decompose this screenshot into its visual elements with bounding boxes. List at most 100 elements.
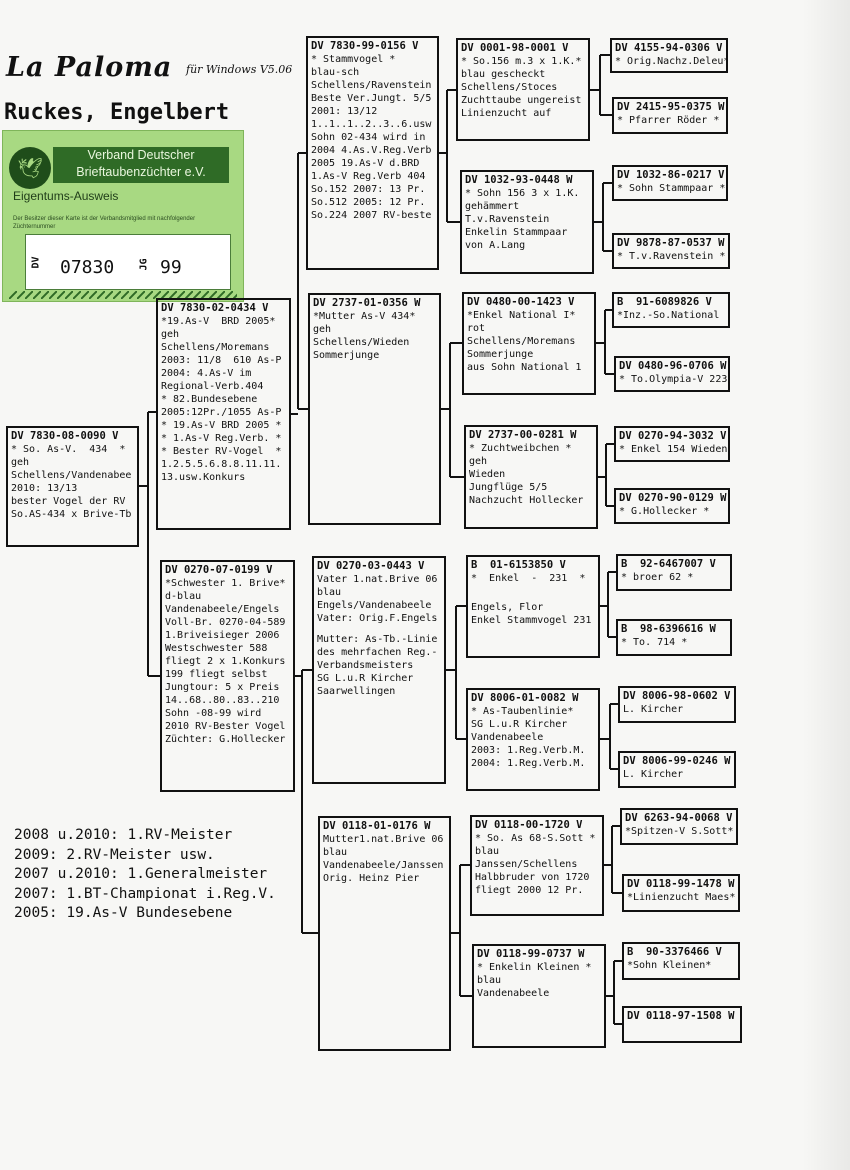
ring-number: DV 9878-87-0537 W — [617, 237, 725, 249]
pedigree-fmf-card[interactable]: DV 0480-00-1423 V *Enkel National I* rot… — [462, 292, 596, 395]
ring-number: DV 8006-01-0082 W — [471, 692, 579, 704]
card-line: geh — [161, 329, 180, 340]
card-line: L. Kircher — [623, 704, 684, 715]
pedigree-mfm-card[interactable]: DV 8006-01-0082 W * As-Taubenlinie* SG L… — [466, 688, 600, 791]
ring-number: DV 8006-99-0246 W — [623, 755, 731, 767]
card-line: 14..68..80..83..210 — [165, 695, 280, 706]
pedigree-g5-card[interactable]: DV 0270-90-0129 W * G.Hollecker * — [614, 488, 730, 524]
achievements-list: 2008 u.2010: 1.RV-Meister 2009: 2.RV-Mei… — [14, 826, 276, 924]
card-line: Halbbruder von 1720 — [475, 872, 590, 883]
achievement-item: 2007 u.2010: 1.Generalmeister — [14, 866, 268, 882]
card-line: Vandenabeele/Engels — [165, 604, 280, 615]
card-line: Zuchttaube ungereist — [461, 95, 582, 106]
pedigree-g5-card[interactable]: DV 9878-87-0537 W * T.v.Ravenstein * — [612, 233, 730, 269]
pedigree-father-card[interactable]: DV 7830-02-0434 V *19.As-V BRD 2005* geh… — [156, 298, 291, 530]
card-line: * So.156 m.3 x 1.K.* — [461, 56, 582, 67]
ring-number: DV 0118-99-1478 W — [627, 878, 735, 890]
card-line: blau-sch — [311, 67, 360, 78]
card-line: 1.Briveisieger 2006 — [165, 630, 280, 641]
pedigree-g5-card[interactable]: DV 0118-97-1508 W — [622, 1006, 742, 1043]
card-line: Wieden — [469, 469, 506, 480]
pedigree-mmf-card[interactable]: DV 0118-00-1720 V * So. As 68-S.Sott * b… — [470, 815, 604, 916]
pedigree-g5-card[interactable]: B 92-6467007 V * broer 62 * — [616, 554, 732, 591]
ring-number: DV 0001-98-0001 V — [461, 42, 569, 54]
pedigree-g5-card[interactable]: DV 6263-94-0068 V *Spitzen-V S.Sott* — [620, 808, 738, 845]
card-line: * So. As-V. 434 * — [11, 444, 126, 455]
card-line: Sommerjunge — [467, 349, 534, 360]
card-line: 1..1..1..2..3..6.usw — [311, 119, 432, 130]
card-line: 2003: 1.Reg.Verb.M. — [471, 745, 586, 756]
pedigree-g5-card[interactable]: B 91-6089826 V *Inz.-So.National * — [612, 292, 730, 328]
card-line: Vandenabeele — [471, 732, 544, 743]
card-line: * To.Olympia-V 223 * — [619, 374, 730, 385]
pedigree-ff-card[interactable]: DV 7830-99-0156 V * Stammvogel * blau-sc… — [306, 36, 439, 270]
connector-bracket — [606, 960, 622, 1025]
card-line: geh — [11, 457, 30, 468]
card-line: 1.As-V Reg.Verb 404 — [311, 171, 426, 182]
connector-bracket — [441, 342, 464, 478]
card-line: * 1.As-V Reg.Verb. * — [161, 433, 282, 444]
pedigree-g5-card[interactable]: DV 8006-99-0246 W L. Kircher — [618, 751, 736, 788]
card-line: 2005 19.As-V d.BRD — [311, 158, 420, 169]
card-line: *Linienzucht Maes* — [627, 892, 736, 903]
card-line: Jungflüge 5/5 — [469, 482, 548, 493]
card-line: Beste Ver.Jungt. 5/5 — [311, 93, 432, 104]
pedigree-g5-card[interactable]: DV 2415-95-0375 W * Pfarrer Röder * — [612, 97, 728, 134]
card-line: Mutter1.nat.Brive 06 — [323, 834, 444, 845]
ring-number: DV 2415-95-0375 W — [617, 101, 725, 113]
pedigree-subject-card[interactable]: DV 7830-08-0090 V * So. As-V. 434 * geh … — [6, 426, 139, 547]
card-line: Westschwester 588 — [165, 643, 268, 654]
card-line: So.512 2005: 12 Pr. — [311, 197, 426, 208]
pedigree-mf-card[interactable]: DV 0270-03-0443 V Vater 1.nat.Brive 06 b… — [312, 556, 446, 784]
pedigree-g5-card[interactable]: DV 0118-99-1478 W *Linienzucht Maes* — [622, 874, 740, 912]
card-line: L. Kircher — [623, 769, 684, 780]
card-line: *19.As-V BRD 2005* — [161, 316, 276, 327]
pedigree-g5-card[interactable]: B 90-3376466 V *Sohn Kleinen* — [622, 942, 740, 980]
card-line: * Sohn 156 3 x 1.K. — [465, 188, 580, 199]
stamp-year: 99 — [160, 257, 182, 278]
card-line: blau — [475, 846, 500, 857]
card-line: * Enkel - 231 * — [471, 573, 586, 584]
pedigree-ffm-card[interactable]: DV 1032-93-0448 W * Sohn 156 3 x 1.K. ge… — [460, 170, 594, 274]
pedigree-mmm-card[interactable]: DV 0118-99-0737 W * Enkelin Kleinen * bl… — [472, 944, 606, 1048]
pedigree-g5-card[interactable]: DV 1032-86-0217 V * Sohn Stammpaar * — [612, 165, 728, 201]
card-line: 2004: 4.As-V im — [161, 368, 252, 379]
app-subtitle: für Windows V5.06 — [186, 63, 293, 76]
card-line: * Orig.Nachz.Deleu* — [615, 56, 728, 67]
pedigree-fm-card[interactable]: DV 2737-01-0356 W *Mutter As-V 434* geh … — [308, 293, 441, 525]
card-line: Janssen/Schellens — [475, 859, 578, 870]
pedigree-g5-card[interactable]: DV 4155-94-0306 V * Orig.Nachz.Deleu* — [610, 38, 728, 73]
stamp-member-field: DV 07830 JG 99 — [25, 234, 231, 290]
pedigree-fmm-card[interactable]: DV 2737-00-0281 W * Zuchtweibchen * geh … — [464, 425, 598, 529]
card-line: * Pfarrer Röder * — [617, 115, 720, 126]
pedigree-g5-card[interactable]: DV 0480-96-0706 W * To.Olympia-V 223 * — [614, 356, 730, 392]
achievement-item: 2009: 2.RV-Meister usw. — [14, 846, 215, 863]
connector-bracket — [598, 443, 614, 507]
ring-number: DV 0270-94-3032 V — [619, 430, 727, 442]
card-line: blau — [323, 847, 348, 858]
card-line: Regional-Verb.404 — [161, 381, 264, 392]
card-line: *Enkel National I* — [467, 310, 576, 321]
card-line: 13.usw.Konkurs — [161, 472, 246, 483]
card-line: 1.2.5.5.6.8.8.11.11. — [161, 459, 282, 470]
ring-number: DV 0270-90-0129 W — [619, 492, 727, 504]
card-line: Mutter: As-Tb.-Linie — [317, 634, 438, 645]
card-line: SG L.u.R Kircher — [471, 719, 568, 730]
pedigree-g5-card[interactable]: DV 0270-94-3032 V * Enkel 154 Wieden * — [614, 426, 730, 462]
card-line: * So. As 68-S.Sott * — [475, 833, 596, 844]
ring-number: B 98-6396616 W — [621, 623, 716, 635]
achievement-item: 2005: 19.As-V Bundesebene — [14, 905, 233, 921]
pedigree-mff-card[interactable]: B 01-6153850 V * Enkel - 231 * Engels, F… — [466, 555, 600, 658]
pedigree-g5-card[interactable]: B 98-6396616 W * To. 714 * — [616, 619, 732, 656]
pedigree-mother-card[interactable]: DV 0270-07-0199 V *Schwester 1. Brive* d… — [160, 560, 295, 792]
card-line: aus Sohn National 1 — [467, 362, 582, 373]
ring-number: DV 7830-99-0156 V — [311, 40, 419, 52]
connector-bracket — [446, 605, 466, 740]
card-line: * Enkel 154 Wieden * — [619, 444, 730, 455]
card-line: So.AS-434 x Brive-Tb — [11, 509, 132, 520]
connector-bracket — [604, 825, 622, 894]
pedigree-fff-card[interactable]: DV 0001-98-0001 V * So.156 m.3 x 1.K.* b… — [456, 38, 590, 141]
card-line: Engels, Flor — [471, 602, 544, 613]
pedigree-mm-card[interactable]: DV 0118-01-0176 W Mutter1.nat.Brive 06 b… — [318, 816, 451, 1051]
pedigree-g5-card[interactable]: DV 8006-98-0602 V L. Kircher — [618, 686, 736, 723]
